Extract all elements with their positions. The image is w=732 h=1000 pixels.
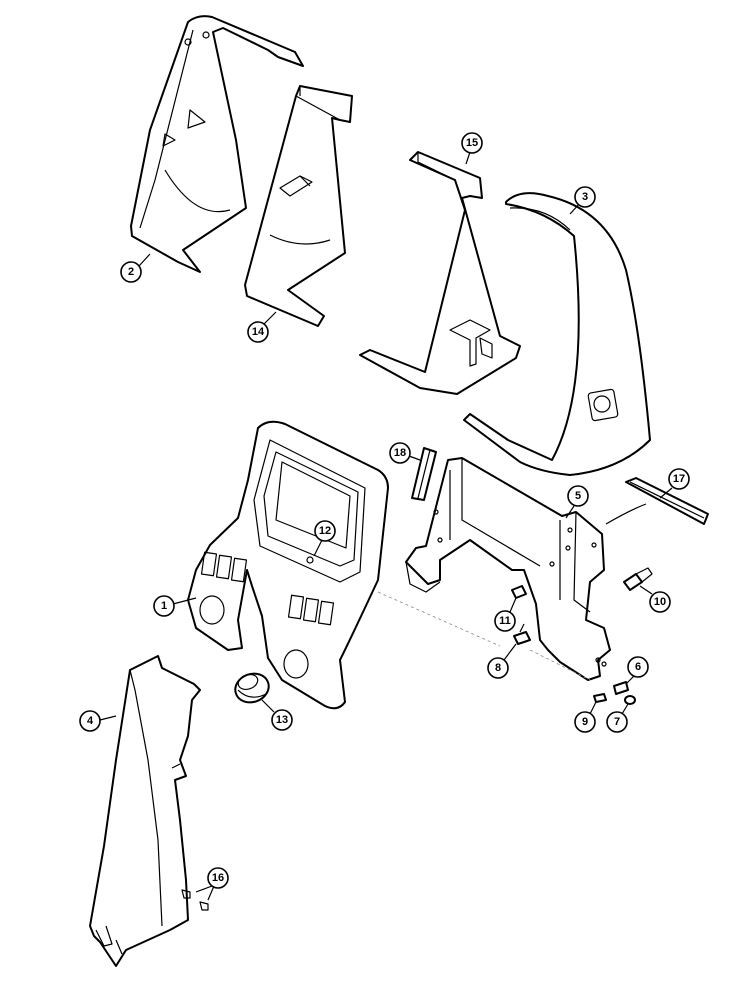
callout-label-10: 10 xyxy=(654,596,666,608)
callout-label-7: 7 xyxy=(614,716,620,728)
callout-label-5: 5 xyxy=(575,490,581,502)
callout-16: 16 xyxy=(195,867,229,901)
callout-6: 6 xyxy=(625,656,649,685)
callout-label-3: 3 xyxy=(582,191,588,203)
part-11-small-clip xyxy=(511,585,527,599)
callout-5: 5 xyxy=(565,485,589,519)
callout-10: 10 xyxy=(639,585,671,613)
callout-label-12: 12 xyxy=(319,525,331,537)
part-4-column-cover xyxy=(89,655,201,967)
callout-2: 2 xyxy=(120,253,151,283)
part-8-bracket-clip xyxy=(513,623,531,645)
callout-15: 15 xyxy=(461,132,483,165)
part-2-rear-shroud xyxy=(130,15,304,273)
part-9-screw xyxy=(593,693,607,703)
callout-12: 12 xyxy=(313,520,336,557)
callout-label-15: 15 xyxy=(466,137,478,149)
callout-8: 8 xyxy=(487,643,517,679)
part-1-instrument-panel xyxy=(187,420,501,710)
part-16-clips xyxy=(181,889,209,911)
callout-label-6: 6 xyxy=(635,661,641,673)
callout-13: 13 xyxy=(261,699,293,731)
callout-label-9: 9 xyxy=(582,716,588,728)
callout-label-13: 13 xyxy=(276,714,288,726)
callout-label-8: 8 xyxy=(495,662,501,674)
callout-18: 18 xyxy=(389,442,421,464)
callout-4: 4 xyxy=(79,710,117,732)
part-17-rubber-strip xyxy=(605,477,709,525)
callout-label-18: 18 xyxy=(394,447,406,459)
part-5-mounting-bracket xyxy=(405,457,611,681)
callout-9: 9 xyxy=(574,701,597,733)
callout-label-11: 11 xyxy=(499,615,511,627)
callout-17: 17 xyxy=(659,468,690,499)
part-7-nut xyxy=(624,695,636,705)
callout-label-17: 17 xyxy=(673,473,685,485)
callout-label-4: 4 xyxy=(87,715,94,727)
part-18-strip xyxy=(411,447,437,501)
callout-label-1: 1 xyxy=(161,600,167,612)
callout-7: 7 xyxy=(606,703,629,733)
callout-label-14: 14 xyxy=(252,326,265,338)
part-6-stud xyxy=(613,681,629,695)
part-14-inner-panel xyxy=(244,85,353,327)
part-10-bolt xyxy=(623,567,653,591)
part-13-knob xyxy=(234,672,270,704)
callout-11: 11 xyxy=(494,597,517,632)
callout-label-16: 16 xyxy=(212,872,224,884)
callout-label-2: 2 xyxy=(128,266,134,278)
part-3-front-cowl xyxy=(463,192,651,476)
callout-14: 14 xyxy=(247,311,277,343)
callout-3: 3 xyxy=(569,186,596,215)
part-15-mid-panel xyxy=(359,151,521,395)
callout-1: 1 xyxy=(153,595,197,617)
